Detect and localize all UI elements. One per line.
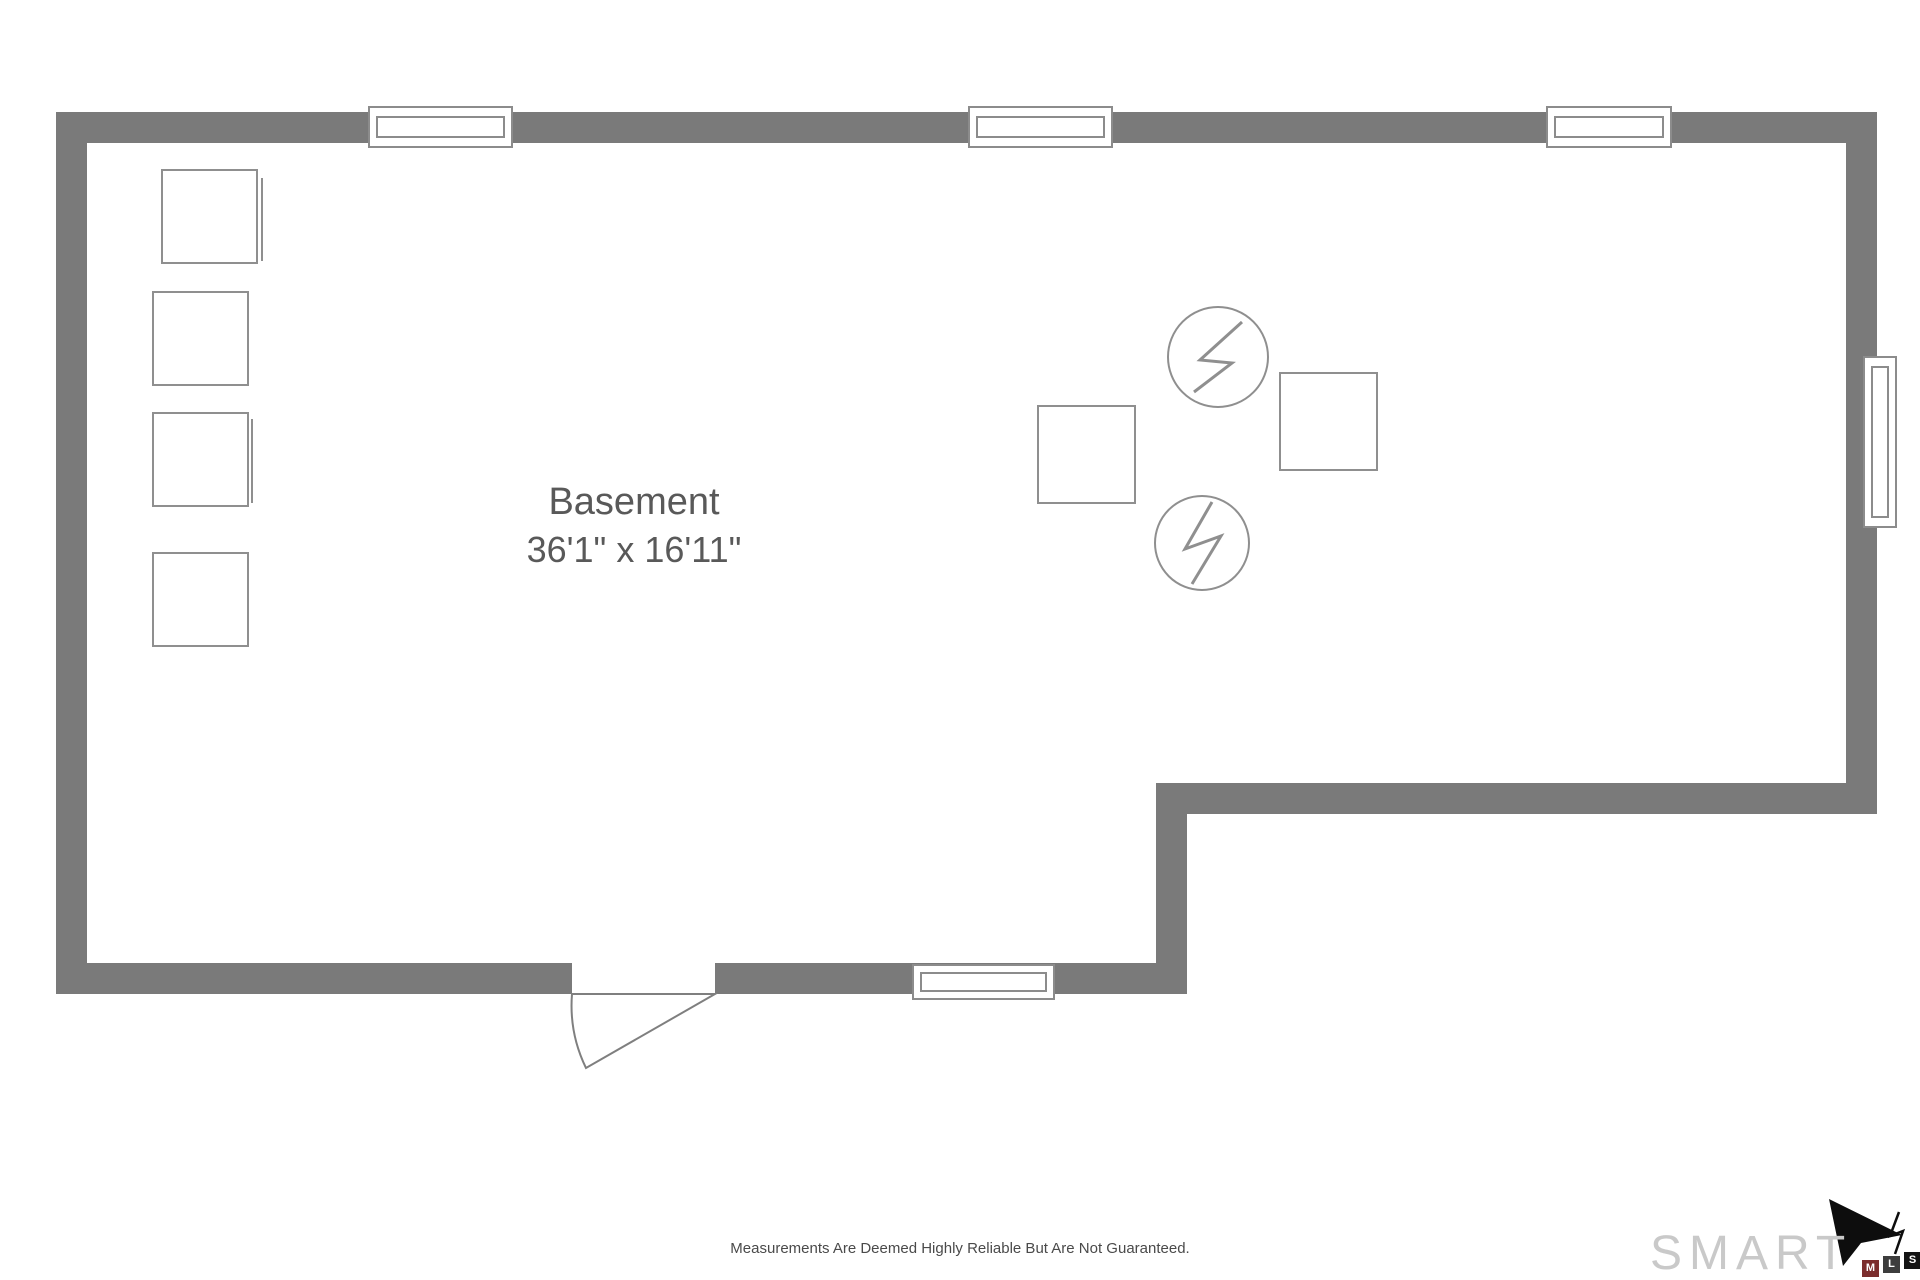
smartmls-logo: SMART M L S — [1650, 1226, 1920, 1280]
door-swing — [570, 993, 719, 1070]
window-frame — [1546, 106, 1672, 148]
utility-square-1 — [1037, 405, 1136, 504]
fixture-square-3 — [152, 412, 249, 507]
fixture-square-1 — [161, 169, 258, 264]
logo-text: SMART — [1650, 1227, 1853, 1280]
room-dimensions: 36'1" x 16'11" — [526, 529, 742, 571]
utility-circle-2 — [1154, 495, 1250, 591]
logo-letter-l: L — [1883, 1256, 1900, 1273]
disclaimer-text: Measurements Are Deemed Highly Reliable … — [730, 1240, 1190, 1257]
door-opening — [572, 961, 715, 994]
window-glass — [376, 116, 505, 138]
window-top-3 — [1546, 106, 1672, 148]
window-frame — [368, 106, 513, 148]
cursor-arrow-shape — [1829, 1199, 1902, 1266]
window-glass — [1871, 366, 1889, 518]
window-glass — [920, 972, 1047, 992]
utility-tank-1 — [1167, 306, 1269, 408]
window-top-2 — [968, 106, 1113, 148]
logo-letter-s: S — [1904, 1252, 1920, 1269]
room-name: Basement — [548, 481, 720, 523]
logo-zigzag — [1887, 1211, 1906, 1255]
lightning-icon — [1181, 501, 1225, 585]
window-glass — [976, 116, 1105, 138]
walls — [56, 112, 1877, 994]
window-right — [1863, 356, 1897, 528]
window-bottom — [912, 964, 1055, 1000]
utility-circle-1 — [1167, 306, 1269, 408]
lightning-icon — [1193, 320, 1244, 394]
fixture-square-4 — [152, 552, 249, 647]
cursor-arrow-icon — [1829, 1199, 1906, 1266]
logo-letter-m: M — [1862, 1260, 1879, 1277]
window-frame — [1863, 356, 1897, 528]
room-label: Basement 36'1" x 16'11" — [434, 478, 834, 574]
fixture-square-2 — [152, 291, 249, 386]
window-frame — [912, 964, 1055, 1000]
door — [570, 961, 719, 1070]
window-top-1 — [368, 106, 513, 148]
window-glass — [1554, 116, 1664, 138]
utility-square-2 — [1279, 372, 1378, 471]
window-frame — [968, 106, 1113, 148]
